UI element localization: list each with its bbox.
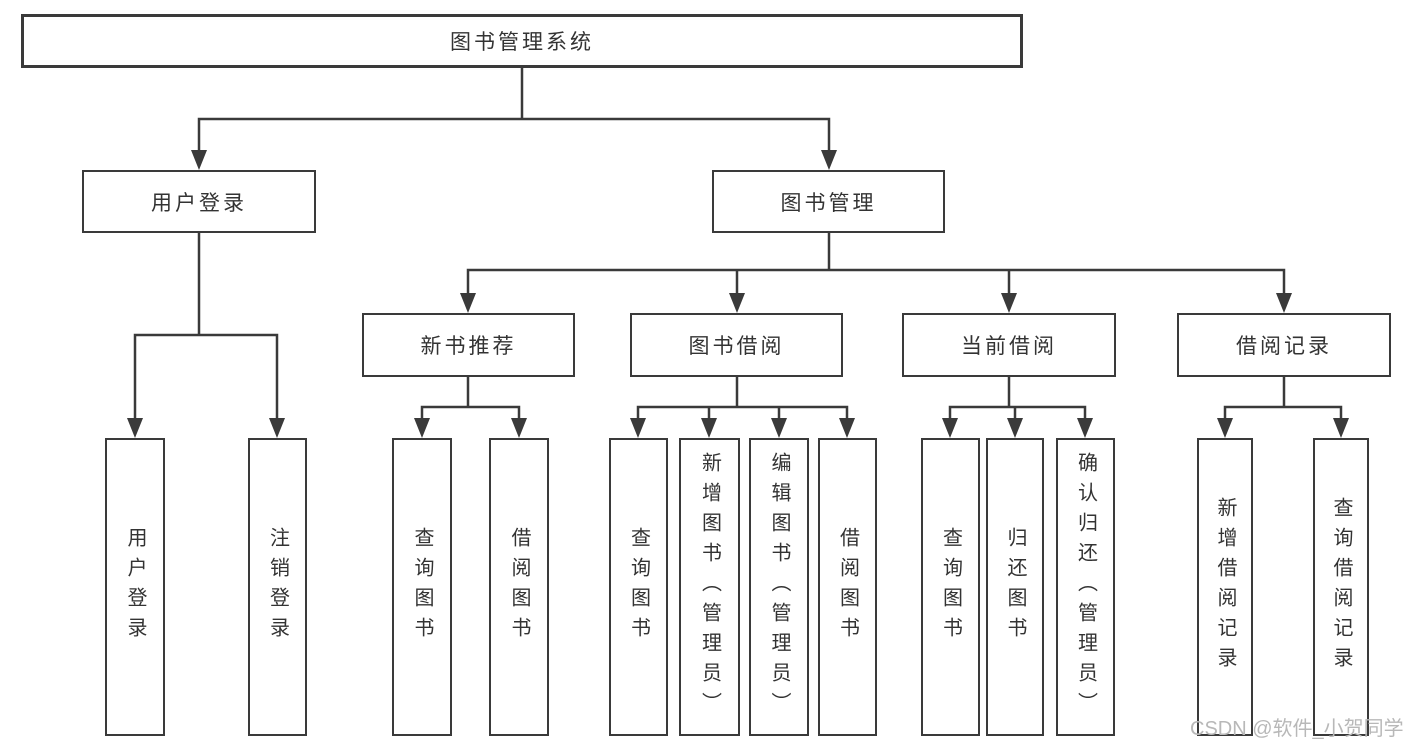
arrow-down-icon [191,150,207,170]
arrow-down-icon [839,418,855,438]
arrow-down-icon [1007,418,1023,438]
node-root-library-management-system: 图书管理系统 [21,14,1023,68]
connector-root-to-level2 [197,68,831,152]
arrow-down-icon [1001,293,1017,313]
node-label: 查询图书 [627,527,650,647]
connector-paths [133,68,1343,420]
node-label: 图书管理 [780,191,877,215]
leaf-current-query-books: 查询图书 [921,438,980,736]
node-label: 注销登录 [266,527,289,647]
node-label: 新增借阅记录 [1214,497,1236,677]
arrow-down-icon [414,418,430,438]
leaf-borrowing-edit-books-admin: 编辑图书（管理员） [749,438,809,736]
leaf-recommend-query-books: 查询图书 [392,438,452,736]
node-label: 图书管理系统 [450,31,594,54]
connector-bookmgmt-to-level3 [466,233,1286,295]
node-label: 查询图书 [939,527,962,647]
arrow-down-icon [1276,293,1292,313]
node-new-book-recommendation: 新书推荐 [362,313,575,377]
leaf-borrowing-add-books-admin: 新增图书（管理员） [679,438,740,736]
node-current-borrowing: 当前借阅 [902,313,1116,377]
connector-current-to-leaves [948,377,1087,420]
leaf-current-confirm-return-admin: 确认归还（管理员） [1056,438,1115,736]
arrow-down-icon [942,418,958,438]
leaf-records-query-borrow-record: 查询借阅记录 [1313,438,1369,736]
arrowheads [127,150,1349,438]
node-label: 确认归还（管理员） [1074,452,1097,722]
node-label: 用户登录 [151,191,247,215]
arrow-down-icon [269,418,285,438]
arrow-down-icon [1217,418,1233,438]
arrow-down-icon [511,418,527,438]
arrow-down-icon [1077,418,1093,438]
arrow-down-icon [771,418,787,438]
arrow-down-icon [127,418,143,438]
node-label: 查询借阅记录 [1330,497,1352,677]
connector-records-to-leaves [1223,377,1343,420]
leaf-borrowing-query-books: 查询图书 [609,438,668,736]
arrow-down-icon [1333,418,1349,438]
leaf-records-add-borrow-record: 新增借阅记录 [1197,438,1253,736]
node-label: 新书推荐 [420,335,517,358]
leaf-current-return-books: 归还图书 [986,438,1044,736]
node-label: 归还图书 [1004,527,1026,647]
arrow-down-icon [460,293,476,313]
csdn-watermark: CSDN @软件_小贺同学 [1190,718,1404,740]
node-book-borrowing: 图书借阅 [630,313,843,377]
connector-recommend-to-leaves [420,377,521,420]
connector-borrowing-to-leaves [636,377,849,420]
leaf-borrowing-borrow-books: 借阅图书 [818,438,877,736]
leaf-user-login: 用户登录 [105,438,165,736]
node-label: 图书借阅 [688,335,785,358]
node-label: 查询图书 [411,527,433,647]
connector-userlogin-to-leaves [133,233,279,420]
node-user-login: 用户登录 [82,170,316,233]
arrow-down-icon [729,293,745,313]
node-label: 借阅记录 [1236,335,1332,358]
node-book-management: 图书管理 [712,170,945,233]
arrow-down-icon [630,418,646,438]
arrow-down-icon [821,150,837,170]
node-label: 用户登录 [124,527,146,647]
node-label: 当前借阅 [961,335,1057,358]
node-label: 借阅图书 [836,527,859,647]
node-label: 借阅图书 [508,527,530,647]
arrow-down-icon [701,418,717,438]
leaf-logout-login: 注销登录 [248,438,307,736]
node-label: 新增图书（管理员） [698,452,721,722]
node-borrowing-records: 借阅记录 [1177,313,1391,377]
leaf-recommend-borrow-books: 借阅图书 [489,438,549,736]
node-label: 编辑图书（管理员） [768,452,790,722]
